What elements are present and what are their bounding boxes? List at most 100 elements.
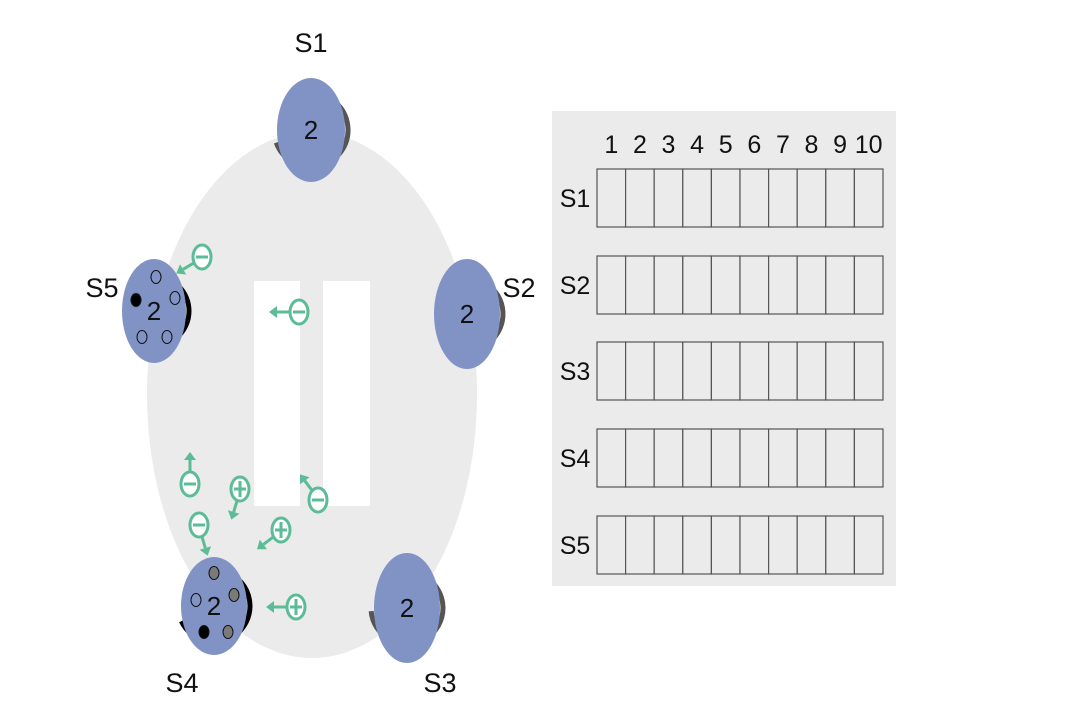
minus-particle-icon bbox=[179, 452, 201, 498]
plus-particle-icon bbox=[257, 516, 292, 550]
station-slot bbox=[208, 566, 220, 580]
table-cell bbox=[653, 341, 684, 401]
station-slot bbox=[169, 291, 181, 305]
table-cell bbox=[710, 168, 741, 228]
table-cell bbox=[653, 168, 684, 228]
table-row-label: S2 bbox=[560, 272, 591, 300]
table-cell bbox=[796, 255, 827, 315]
table-cell bbox=[825, 255, 855, 315]
table-row-label: S3 bbox=[560, 358, 591, 386]
table-cell bbox=[767, 341, 798, 401]
station-label: S5 bbox=[85, 273, 118, 303]
table-cell bbox=[825, 515, 855, 575]
table-cell bbox=[596, 255, 627, 315]
table-column-header: 7 bbox=[776, 131, 790, 159]
station-slot bbox=[228, 588, 240, 602]
station-node bbox=[374, 553, 440, 663]
station-slot bbox=[222, 625, 234, 639]
station-label: S2 bbox=[502, 273, 535, 303]
table-cell bbox=[767, 515, 798, 575]
plus-particle-icon bbox=[227, 475, 251, 520]
table-cell bbox=[853, 341, 884, 401]
table-cell bbox=[739, 341, 770, 401]
table-column-header: 3 bbox=[662, 131, 676, 159]
table-cell bbox=[710, 341, 741, 401]
table-cell bbox=[710, 428, 741, 488]
station-slot bbox=[150, 270, 162, 284]
station-count: 2 bbox=[207, 591, 221, 621]
station-s3: 2S3 bbox=[368, 553, 457, 698]
station-count: 2 bbox=[400, 593, 414, 623]
station-node bbox=[277, 78, 345, 182]
table-column-header: 9 bbox=[833, 131, 847, 159]
minus-particle-icon bbox=[188, 511, 212, 556]
table-cell bbox=[653, 255, 684, 315]
table-cell bbox=[825, 341, 855, 401]
arena bbox=[147, 132, 477, 658]
table-cell bbox=[624, 168, 655, 228]
table-cell bbox=[682, 255, 712, 315]
table-cell bbox=[739, 428, 770, 488]
table-column-header: 2 bbox=[633, 131, 647, 159]
table-cell bbox=[853, 428, 884, 488]
table-column-header: 10 bbox=[855, 131, 883, 159]
table-cell bbox=[653, 428, 684, 488]
station-slot bbox=[161, 330, 173, 344]
station-count: 2 bbox=[460, 299, 474, 329]
station-s4: 2S4 bbox=[165, 557, 253, 698]
table-cell bbox=[624, 341, 655, 401]
table-cell bbox=[796, 515, 827, 575]
station-slot bbox=[136, 330, 148, 344]
station-node bbox=[434, 259, 500, 369]
station-s1: 2 S1 bbox=[273, 28, 351, 182]
table-cell bbox=[710, 515, 741, 575]
table-cell bbox=[682, 428, 712, 488]
table-cell bbox=[710, 255, 741, 315]
station-slot bbox=[130, 293, 142, 307]
station-label: S1 bbox=[294, 28, 327, 58]
table-cell bbox=[853, 515, 884, 575]
table-cell bbox=[767, 428, 798, 488]
table-cell bbox=[796, 168, 827, 228]
station-s2: 2 S2 bbox=[434, 259, 536, 369]
station-slot bbox=[190, 593, 202, 607]
table-cell bbox=[682, 341, 712, 401]
table-cell bbox=[825, 428, 855, 488]
station-s5: 2 S5 bbox=[85, 259, 192, 363]
table-cell bbox=[624, 255, 655, 315]
table-cell bbox=[653, 515, 684, 575]
station-node bbox=[122, 259, 186, 363]
station-count: 2 bbox=[147, 296, 161, 326]
table-row-label: S1 bbox=[560, 185, 591, 213]
table-cell bbox=[596, 428, 627, 488]
table-cell bbox=[796, 341, 827, 401]
particles bbox=[176, 243, 329, 621]
table-row-label: S5 bbox=[560, 532, 591, 560]
station-slot bbox=[198, 625, 210, 639]
table-column-header: 4 bbox=[690, 131, 704, 159]
table-cell bbox=[596, 341, 627, 401]
table-cell bbox=[739, 515, 770, 575]
table-row-label: S4 bbox=[560, 445, 591, 473]
station-count: 2 bbox=[304, 115, 318, 145]
table-cell bbox=[624, 428, 655, 488]
table-cell bbox=[739, 255, 770, 315]
table-cell bbox=[853, 168, 884, 228]
table-column-header: 5 bbox=[719, 131, 733, 159]
table-cell bbox=[624, 515, 655, 575]
table-cell bbox=[767, 255, 798, 315]
table-cell bbox=[682, 515, 712, 575]
plus-particle-icon bbox=[266, 593, 307, 621]
table-cell bbox=[596, 168, 627, 228]
station-label: S4 bbox=[165, 668, 198, 698]
table-cell bbox=[596, 515, 627, 575]
table-column-header: 1 bbox=[604, 131, 618, 159]
table-cell bbox=[739, 168, 770, 228]
minus-particle-icon bbox=[300, 474, 329, 514]
table-cell bbox=[853, 255, 884, 315]
minus-particle-icon bbox=[176, 243, 213, 275]
table-cell bbox=[825, 168, 855, 228]
